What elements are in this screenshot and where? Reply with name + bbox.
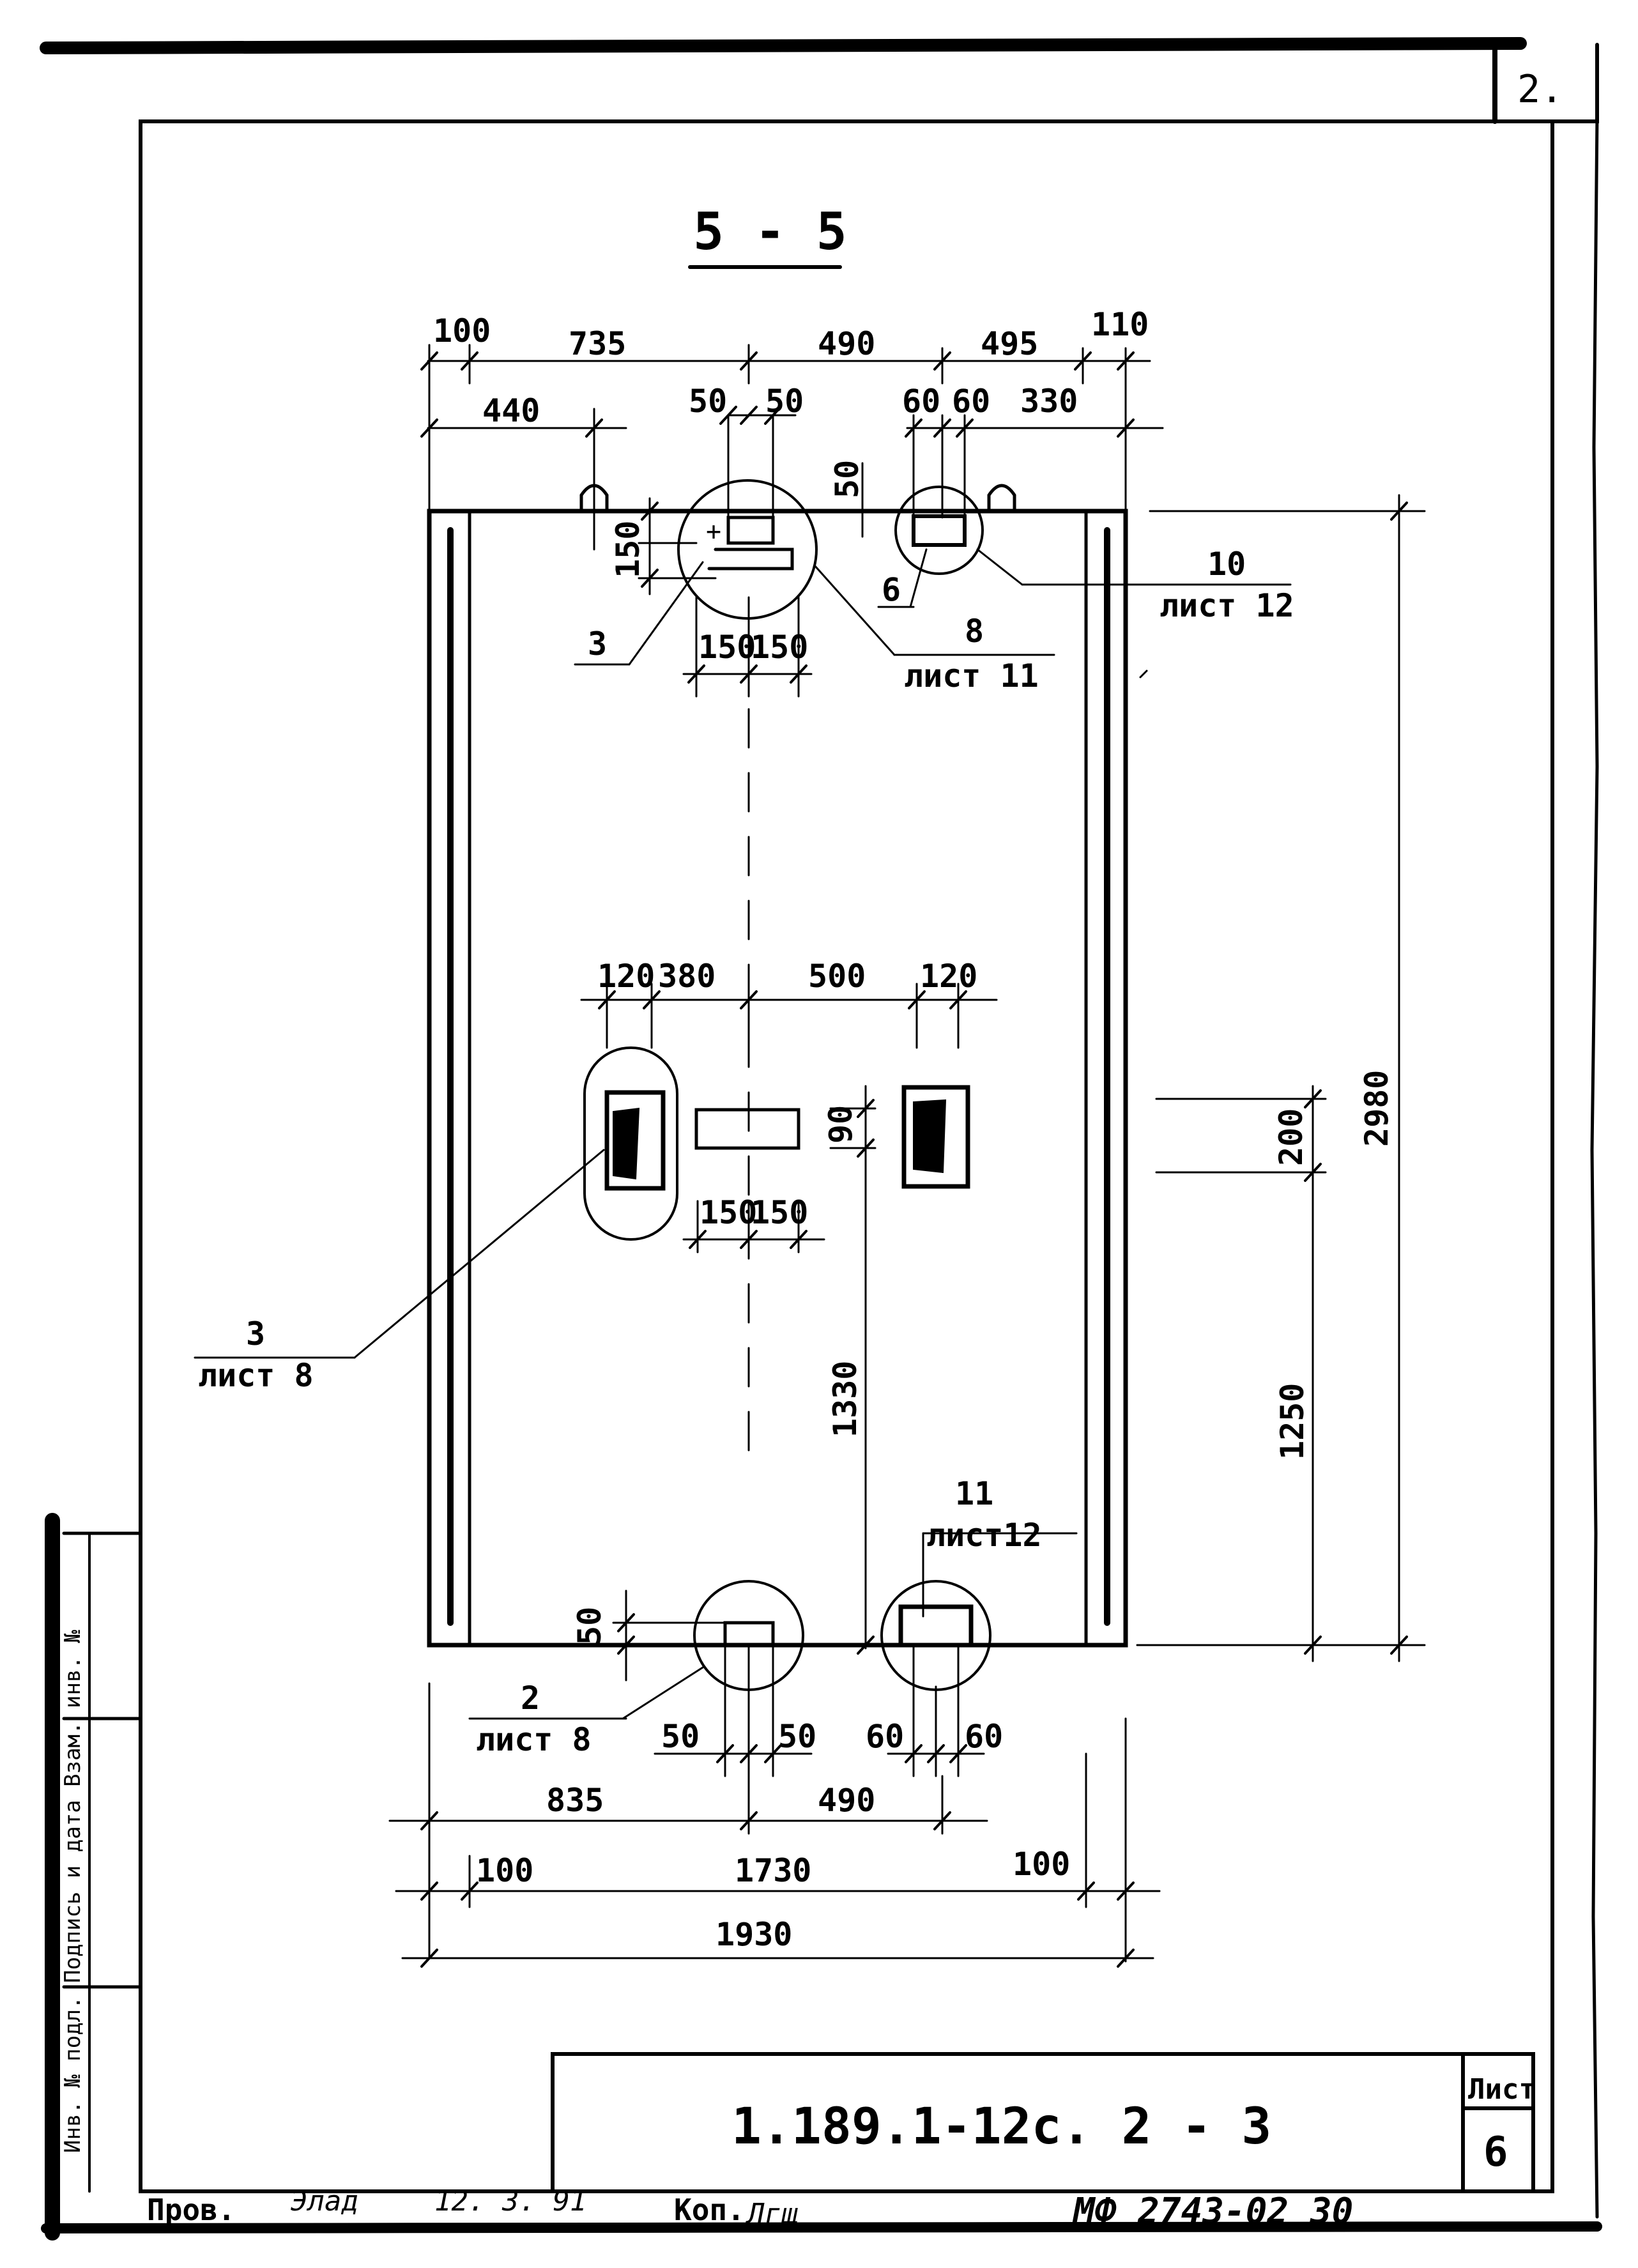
dim-bottom-835: 835: [546, 1782, 604, 1819]
checked-date: 12. 3. 91: [434, 2185, 586, 2218]
dim-bottom-100a: 100: [476, 1852, 533, 1889]
callout-10-number: 10: [1207, 546, 1246, 583]
callout-3-top: 3: [588, 625, 607, 663]
dim-top-440: 440: [482, 392, 540, 429]
title-block: [551, 2052, 1535, 2193]
callout-3-mid-number: 3: [246, 1315, 265, 1352]
document-code: 1.189.1-12c. 2 - 3: [731, 2098, 1271, 2156]
dim-bottom-490: 490: [818, 1782, 875, 1819]
dim-mid-hole-150b: 150: [751, 1194, 808, 1231]
dim-mid-120a: 120: [597, 958, 655, 995]
top-border-line: [40, 37, 1527, 54]
dim-top-hole-150b: 150: [751, 629, 808, 666]
corner-number: 2.: [1517, 67, 1563, 112]
top-anchor-bar: [707, 548, 794, 571]
bottom-opening-right: [898, 1604, 974, 1648]
dim-mid-hole-150a: 150: [700, 1194, 757, 1231]
section-title: 5 - 5: [693, 202, 847, 261]
mid-detail-capsule: [583, 1046, 678, 1241]
dim-top-vert-150: 150: [609, 521, 647, 578]
dimension-ticks: [420, 351, 1408, 1968]
dim-center-1330: 1330: [827, 1361, 864, 1437]
copied-label: Коп.: [674, 2193, 745, 2227]
callout-11-number: 11: [955, 1475, 993, 1512]
checked-signature: Элад: [291, 2185, 358, 2218]
detail-circle-3-8: [677, 479, 818, 620]
detail-circle-11: [880, 1580, 991, 1691]
top-opening-right: [912, 514, 967, 547]
dim-mid-380: 380: [658, 958, 716, 995]
checked-label: Пров.: [147, 2193, 235, 2227]
callout-10-sheet: лист 12: [1160, 587, 1294, 624]
dim-top-hole-150a: 150: [698, 629, 756, 666]
dim-mid-500: 500: [808, 958, 866, 995]
dim-bottom-60a: 60: [866, 1718, 904, 1755]
leader-lines: [194, 548, 1292, 1720]
drawing-frame: [139, 119, 1554, 2193]
dim-bottom-50a: 50: [661, 1718, 700, 1755]
dim-top-vert-50: 50: [829, 460, 866, 498]
archive-number: МФ 2743-02 30: [1072, 2191, 1353, 2232]
dim-top-490: 490: [818, 325, 875, 362]
dim-bottom-1930: 1930: [716, 1916, 792, 1953]
mid-opening-left-fill: [613, 1107, 640, 1180]
callout-2-number: 2: [521, 1680, 540, 1717]
dim-bottom-50b: 50: [778, 1718, 816, 1755]
dim-bottom-100b: 100: [1013, 1846, 1070, 1883]
dim-top-50b: 50: [765, 383, 804, 420]
mid-opening-right-fill: [913, 1099, 947, 1174]
plus-mark: +: [706, 517, 721, 546]
side-stamp: [62, 1531, 142, 2193]
callout-3-mid-sheet: лист 8: [198, 1357, 314, 1394]
dim-top-330: 330: [1020, 383, 1078, 420]
dim-bottom-60b: 60: [965, 1718, 1003, 1755]
dim-top-60a: 60: [902, 383, 940, 420]
callout-2-sheet: лист 8: [476, 1721, 592, 1758]
detail-circle-6-10: [894, 486, 984, 575]
bottom-opening-center: [723, 1621, 775, 1647]
right-edge-line: [1590, 113, 1599, 2219]
callout-8-number: 8: [965, 613, 984, 650]
callout-11-sheet: лист12: [926, 1517, 1042, 1554]
dim-mid-120b: 120: [920, 958, 977, 995]
dim-bottom-vert-50: 50: [571, 1607, 608, 1645]
side-stamp-text: Инв. № подл. Подпись и дата Взам. инв. №: [60, 1630, 86, 2153]
dim-right-1250: 1250: [1274, 1383, 1311, 1460]
callout-6: 6: [882, 571, 901, 608]
sheet-label: Лист: [1468, 2073, 1536, 2106]
dim-top-100: 100: [433, 312, 491, 349]
dim-top-50a: 50: [689, 383, 727, 420]
bottom-border-line: [41, 2221, 1602, 2234]
dim-top-110: 110: [1091, 306, 1149, 343]
dimension-lines: [388, 344, 1426, 1963]
callout-8-sheet: лист 11: [904, 657, 1039, 694]
dim-right-2980: 2980: [1358, 1070, 1395, 1147]
mid-opening-right: [901, 1085, 970, 1189]
top-opening-center: [726, 516, 775, 545]
dim-right-200: 200: [1273, 1108, 1310, 1166]
dim-bottom-1730: 1730: [735, 1852, 811, 1889]
sheet-number: 6: [1483, 2129, 1508, 2176]
mid-opening-center: [694, 1108, 800, 1150]
dim-top-735: 735: [569, 325, 626, 362]
copied-signature: Лгщ: [745, 2198, 798, 2230]
dim-top-60b: 60: [952, 383, 990, 420]
mid-opening-left: [604, 1090, 666, 1191]
dim-mid-vert-90: 90: [822, 1105, 859, 1144]
dim-top-495: 495: [981, 325, 1038, 362]
lifting-loop-right: [987, 484, 1016, 513]
